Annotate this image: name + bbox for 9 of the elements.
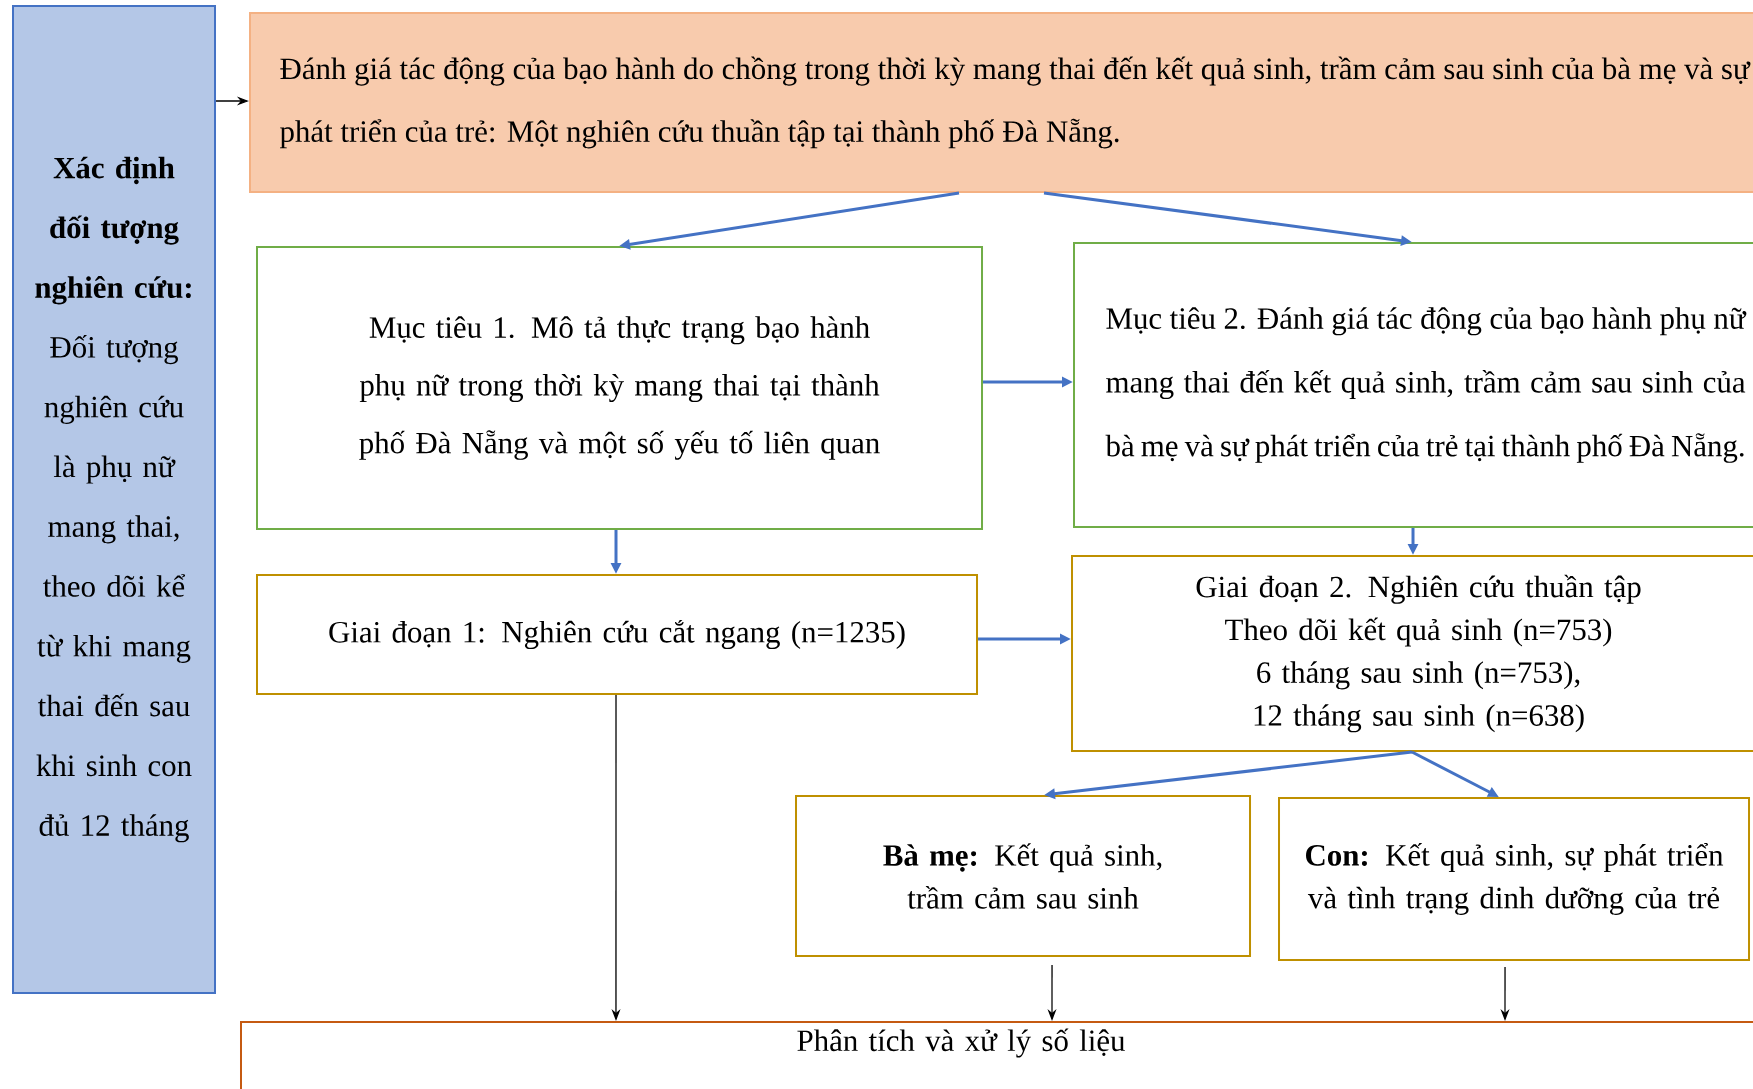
objective-box: Mục tiêu 2. Đánh giá tác động của bạo hành phụ nữ mang thai đến kết quả sinh, trầm cảm sau sinh của bà mẹ và sự phát triển của trẻ tại thành phố Đà Nẵng. <box>1073 242 1753 528</box>
title-box: Đánh giá tác động của bạo hành do chồng trong thời kỳ mang thai đến kết quả sinh, trầm cảm sau sinh của bà mẹ và sự phát triển của trẻ: Một nghiên cứu thuần tập tại thành phố Đà Nẵng. <box>249 12 1753 193</box>
objective-box: Mục tiêu 1. Mô tả thực trạng bạo hành phụ nữ trong thời kỳ mang thai tại thành phố Đà Nẵng và một số yếu tố liên quan <box>256 246 983 530</box>
outcome-box: Con: Kết quả sinh, sự phát triển và tình trạng dinh dưỡng của trẻ <box>1278 797 1750 961</box>
side-panel: Xác định đối tượng nghiên cứu: Đối tượng nghiên cứu là phụ nữ mang thai, theo dõi kể từ khi mang thai đến sau khi sinh con đủ 12 tháng <box>12 5 216 994</box>
outcome-box: Bà mẹ: Kết quả sinh, trầm cảm sau sinh <box>795 795 1251 957</box>
analysis-box: Phân tích và xử lý số liệu <box>240 1021 1753 1089</box>
phase-box: Giai đoạn 1: Nghiên cứu cắt ngang (n=1235) <box>256 574 978 695</box>
phase-box: Giai đoạn 2. Nghiên cứu thuần tập Theo dõi kết quả sinh (n=753) 6 tháng sau sinh (n=753), 12 tháng sau sinh (n=638) <box>1071 555 1753 752</box>
